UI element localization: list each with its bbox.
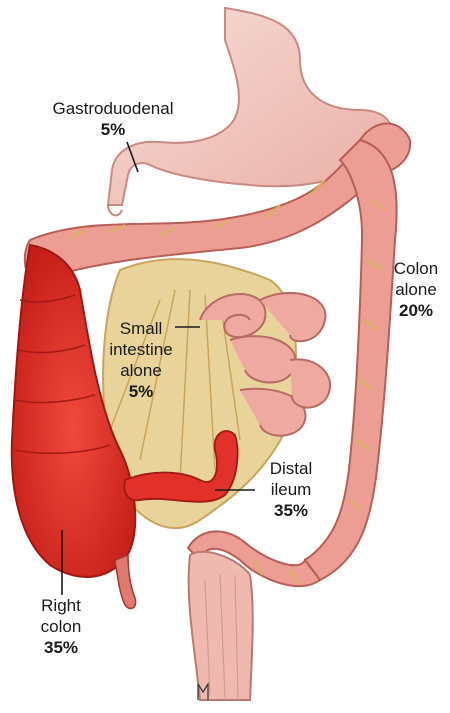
duodenum bbox=[108, 205, 122, 215]
label-small-intestine-line2: intestine bbox=[88, 339, 194, 360]
label-small-intestine-line3: alone bbox=[88, 360, 194, 381]
label-distal-ileum-percent: 35% bbox=[246, 500, 336, 521]
artist-signature bbox=[196, 680, 210, 707]
label-gastroduodenal: Gastroduodenal 5% bbox=[28, 98, 198, 140]
rectum bbox=[189, 552, 253, 700]
label-right-colon-line1: Right bbox=[22, 595, 100, 616]
appendix bbox=[115, 555, 136, 609]
label-colon-alone-percent: 20% bbox=[380, 300, 450, 321]
label-gastroduodenal-percent: 5% bbox=[28, 119, 198, 140]
label-small-intestine-line1: Small bbox=[88, 318, 194, 339]
label-distal-ileum: Distal ileum 35% bbox=[246, 458, 336, 521]
label-right-colon-line2: colon bbox=[22, 616, 100, 637]
label-colon-alone: Colon alone 20% bbox=[380, 258, 450, 321]
label-distal-ileum-line2: ileum bbox=[246, 479, 336, 500]
label-small-intestine: Small intestine alone 5% bbox=[88, 318, 194, 402]
label-colon-alone-line2: alone bbox=[380, 279, 450, 300]
signature-mark bbox=[196, 680, 210, 704]
label-gastroduodenal-name: Gastroduodenal bbox=[28, 98, 198, 119]
label-right-colon: Right colon 35% bbox=[22, 595, 100, 658]
label-right-colon-percent: 35% bbox=[22, 637, 100, 658]
label-small-intestine-percent: 5% bbox=[88, 381, 194, 402]
label-colon-alone-line1: Colon bbox=[380, 258, 450, 279]
label-distal-ileum-line1: Distal bbox=[246, 458, 336, 479]
